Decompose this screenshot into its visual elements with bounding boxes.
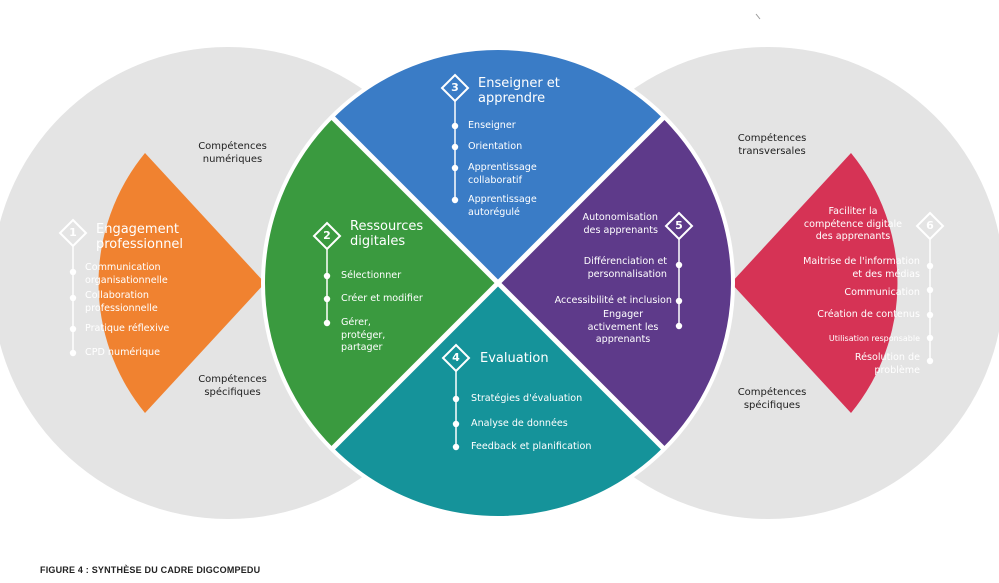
label-right-top: Compétences transversales xyxy=(737,133,807,157)
label-left-top: Compétences numériques xyxy=(198,141,267,165)
area-6-item: Utilisation responsable xyxy=(828,334,920,343)
area-2-item: Gérer, protéger, partager xyxy=(341,317,386,353)
area-3-item: Enseigner xyxy=(468,120,516,131)
area-3-guide xyxy=(451,101,459,204)
area-4-item: Stratégies d'évaluation xyxy=(471,393,583,404)
area-6-item: Résolution de problème xyxy=(854,352,920,376)
area-1-guide xyxy=(69,246,77,357)
area-6-item: Faciliter la compétence digitale des app… xyxy=(803,206,903,242)
area-1-item: Collaboration professionnelle xyxy=(85,290,158,314)
label-left-bottom: Compétences spécifiques xyxy=(198,374,267,398)
area-1-title: Engagement professionnel xyxy=(96,222,184,252)
area-2-guide xyxy=(323,249,331,327)
divider-b xyxy=(263,48,733,518)
area-2-number: 2 xyxy=(323,229,331,242)
area-1-item: CPD numérique xyxy=(85,347,161,358)
area-3-item: Apprentissage autorégulé xyxy=(468,194,537,218)
area-6-number: 6 xyxy=(926,219,934,232)
area-4-item: Feedback et planification xyxy=(471,441,592,452)
area-2-title: Ressources digitales xyxy=(350,219,424,249)
area-4-title: Evaluation xyxy=(480,351,549,366)
center-circle-outline xyxy=(261,46,735,520)
area-6-item: Maitrise de l'information et des médias xyxy=(803,256,920,280)
area-5-item: Accessibilité et inclusion xyxy=(554,295,672,306)
area-5-guide xyxy=(675,239,683,330)
area-5-item: Engager activement les apprenants xyxy=(587,309,659,345)
area-3-item: Apprentissage collaboratif xyxy=(468,162,537,186)
area-6-wedge xyxy=(731,153,898,413)
area-3-quadrant xyxy=(263,48,733,283)
area-1-item: Communication organisationnelle xyxy=(85,262,168,286)
area-5-number: 5 xyxy=(675,219,683,232)
area-3-title: Enseigner et apprendre xyxy=(478,76,560,106)
label-right-bottom: Compétences spécifiques xyxy=(737,387,807,411)
figure-caption: FIGURE 4 : SYNTHÈSE DU CADRE DIGCOMPEDU xyxy=(40,565,261,575)
area-4-item: Analyse de données xyxy=(471,418,568,429)
area-6-item: Création de contenus xyxy=(817,309,920,320)
area-6-item: Communication xyxy=(844,287,920,298)
area-1-number: 1 xyxy=(69,226,77,239)
area-6-guide xyxy=(926,239,934,365)
area-4-quadrant xyxy=(263,283,733,518)
area-5-item: Différenciation et personnalisation xyxy=(583,256,667,280)
area-4-guide xyxy=(452,371,460,451)
area-2-item: Sélectionner xyxy=(341,270,402,281)
area-5-item: Autonomisation des apprenants xyxy=(582,212,659,236)
area-4-number: 4 xyxy=(452,351,460,364)
area-2-item: Créer et modifier xyxy=(341,293,423,304)
area-3-item: Orientation xyxy=(468,141,523,152)
area-2-quadrant xyxy=(263,48,498,518)
stray-mark xyxy=(755,13,761,20)
area-1-wedge xyxy=(98,153,266,413)
area-1-item: Pratique réflexive xyxy=(85,323,170,334)
area-5-quadrant xyxy=(498,48,733,518)
area-3-number: 3 xyxy=(451,81,459,94)
